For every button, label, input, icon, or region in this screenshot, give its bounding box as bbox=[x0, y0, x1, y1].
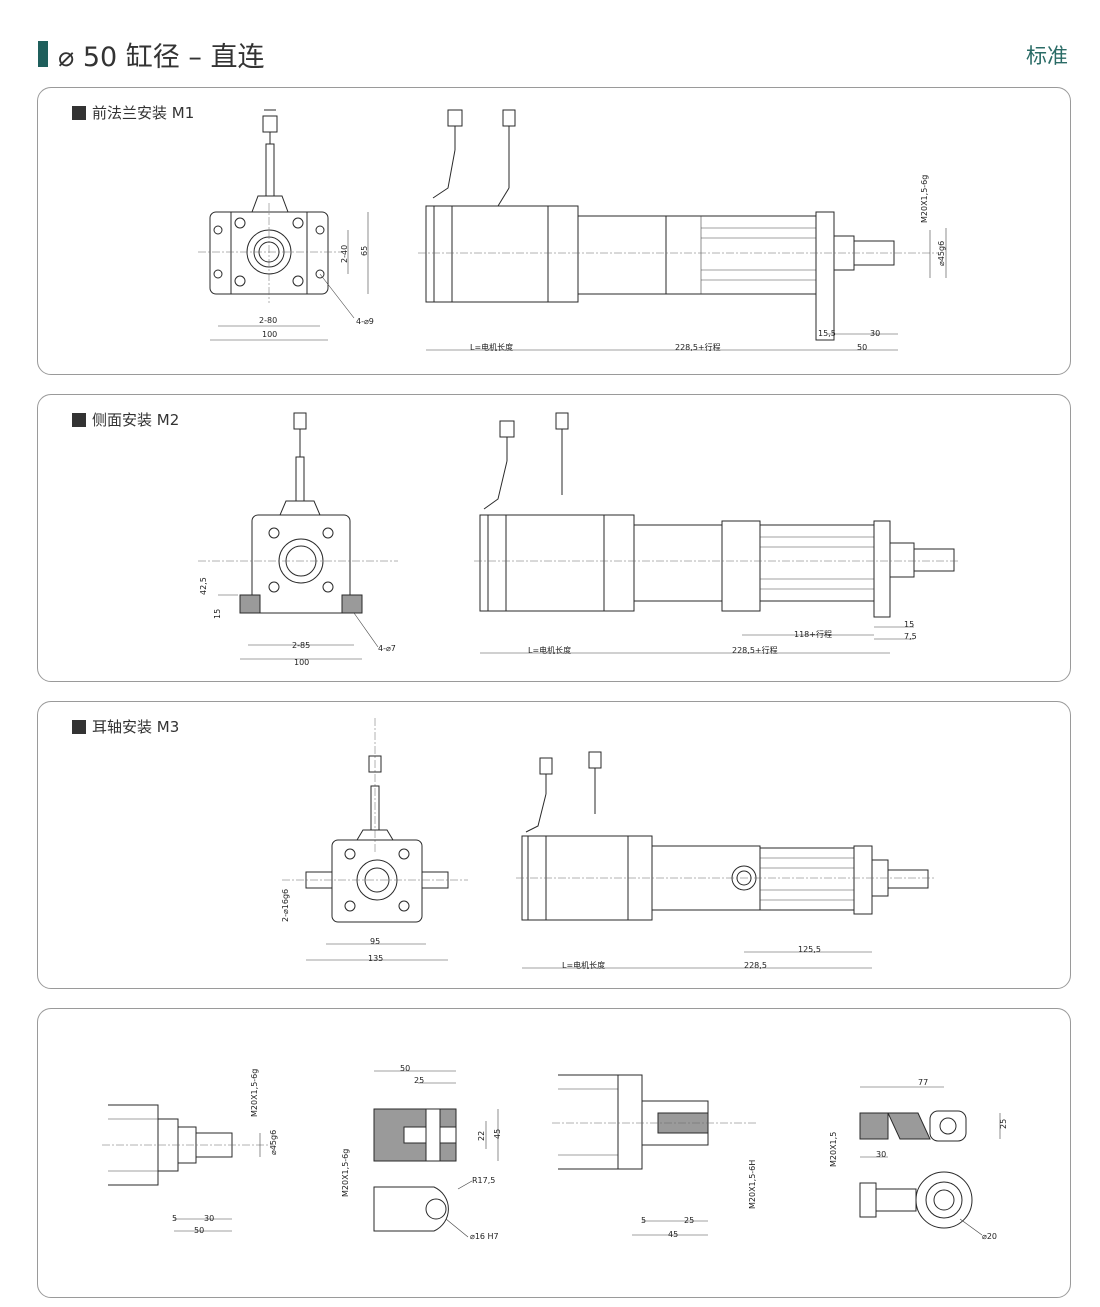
dim-7-5: 7,5 bbox=[904, 632, 917, 641]
a2-22: 22 bbox=[477, 1131, 486, 1141]
dim-100: 100 bbox=[294, 658, 309, 667]
a3-5: 5 bbox=[641, 1216, 646, 1225]
category-label: 标准 bbox=[1026, 44, 1068, 68]
a1-50: 50 bbox=[194, 1226, 204, 1235]
dim-228-5: 228,5+行程 bbox=[675, 342, 721, 352]
panel-label-m1: 前法兰安装 M1 bbox=[72, 102, 194, 123]
panel-title-m2: 侧面安装 M2 bbox=[92, 411, 180, 429]
dim-228-5: 228,5+行程 bbox=[732, 645, 778, 655]
a2-hole: ⌀16 H7 bbox=[470, 1232, 499, 1241]
m1-drawing: 2-80 100 2-40 65 4-⌀9 bbox=[198, 109, 947, 352]
accessory-clevis bbox=[373, 1070, 499, 1238]
dim-15-5: 15,5 bbox=[818, 329, 836, 338]
dim-motor-length: L=电机长度 bbox=[562, 960, 605, 970]
square-bullet-icon bbox=[72, 105, 86, 120]
a1-45g6: ⌀45g6 bbox=[269, 1130, 278, 1155]
a2-25: 25 bbox=[414, 1076, 424, 1085]
a2-r17-5: R17,5 bbox=[472, 1176, 495, 1185]
square-bullet-icon bbox=[72, 719, 86, 734]
dim-100: 100 bbox=[262, 330, 277, 339]
accessory-female-end bbox=[552, 1074, 758, 1236]
a4-thread: M20X1,5 bbox=[829, 1132, 838, 1167]
a1-5: 5 bbox=[172, 1214, 177, 1223]
a3-25: 25 bbox=[684, 1216, 694, 1225]
a1-thread: M20X1,5-6g bbox=[250, 1069, 259, 1117]
dim-motor-length: L=电机长度 bbox=[470, 342, 513, 352]
a1-30: 30 bbox=[204, 1214, 214, 1223]
panel-label-m3: 耳轴安装 M3 bbox=[72, 716, 179, 737]
dim-30: 30 bbox=[870, 329, 880, 338]
a2-50: 50 bbox=[400, 1064, 410, 1073]
m3-side-view bbox=[516, 751, 934, 969]
dim-45g6: ⌀45g6 bbox=[937, 241, 946, 266]
dim-95: 95 bbox=[370, 937, 380, 946]
a4-30: 30 bbox=[876, 1150, 886, 1159]
accessory-rod-end bbox=[102, 1104, 274, 1232]
a3-45: 45 bbox=[668, 1230, 678, 1239]
dim-15b: 15 bbox=[904, 620, 914, 629]
panel-label-m2: 侧面安装 M2 bbox=[72, 409, 179, 430]
dim-15: 15 bbox=[213, 609, 222, 619]
panel-title-m3: 耳轴安装 M3 bbox=[92, 718, 180, 736]
m3-front-view bbox=[282, 718, 468, 961]
dim-118: 118+行程 bbox=[794, 629, 832, 639]
a4-20: ⌀20 bbox=[982, 1232, 997, 1241]
dim-125-5: 125,5 bbox=[798, 945, 821, 954]
dim-135: 135 bbox=[368, 954, 383, 963]
accessories-drawing: M20X1,5-6g ⌀45g6 5 30 50 50 25 22 45 M20… bbox=[102, 1064, 1008, 1241]
m3-drawing: 2-⌀16g6 95 135 L=电机长度 228,5 1 bbox=[281, 718, 934, 970]
dim-2-16g6: 2-⌀16g6 bbox=[281, 889, 290, 922]
dim-42-5: 42,5 bbox=[199, 577, 208, 595]
header-accent-bar bbox=[38, 41, 48, 67]
a2-thread: M20X1,5-6g bbox=[341, 1149, 350, 1197]
dim-4-7: 4-⌀7 bbox=[378, 644, 396, 653]
dim-2-80: 2-80 bbox=[259, 316, 277, 325]
panel-accessories: M20X1,5-6g ⌀45g6 5 30 50 50 25 22 45 M20… bbox=[37, 1008, 1071, 1298]
a4-25: 25 bbox=[999, 1119, 1008, 1129]
m2-side-view bbox=[474, 412, 960, 654]
m2-drawing: 42,5 15 2-85 100 4-⌀7 bbox=[198, 412, 960, 667]
panel-front-flange-m1: 前法兰安装 M1 2-80 100 bbox=[37, 87, 1071, 375]
dim-2-85: 2-85 bbox=[292, 641, 310, 650]
panel-title-m1: 前法兰安装 M1 bbox=[92, 104, 195, 122]
m2-front-view bbox=[198, 412, 398, 660]
page-title: ⌀ 50 缸径 – 直连 bbox=[58, 42, 265, 73]
panel-side-mount-m2: 侧面安装 M2 42,5 15 2-85 100 4-⌀7 bbox=[37, 394, 1071, 682]
accessory-rod-eye bbox=[859, 1086, 1001, 1236]
dim-50: 50 bbox=[857, 343, 867, 352]
a3-thread: M20X1,5-6H bbox=[748, 1160, 757, 1209]
a4-77: 77 bbox=[918, 1078, 928, 1087]
dim-2-40: 2-40 bbox=[340, 245, 349, 263]
m1-side-view bbox=[418, 109, 947, 351]
dim-4-9: 4-⌀9 bbox=[356, 317, 374, 326]
dim-65: 65 bbox=[360, 246, 369, 256]
dim-motor-length: L=电机长度 bbox=[528, 645, 571, 655]
m1-front-view bbox=[198, 109, 369, 341]
panel-trunnion-m3: 耳轴安装 M3 2-⌀16g6 95 135 bbox=[37, 701, 1071, 989]
dim-228-5: 228,5 bbox=[744, 961, 767, 970]
dim-thread: M20X1,5-6g bbox=[920, 175, 929, 223]
a2-45: 45 bbox=[493, 1129, 502, 1139]
square-bullet-icon bbox=[72, 412, 86, 427]
